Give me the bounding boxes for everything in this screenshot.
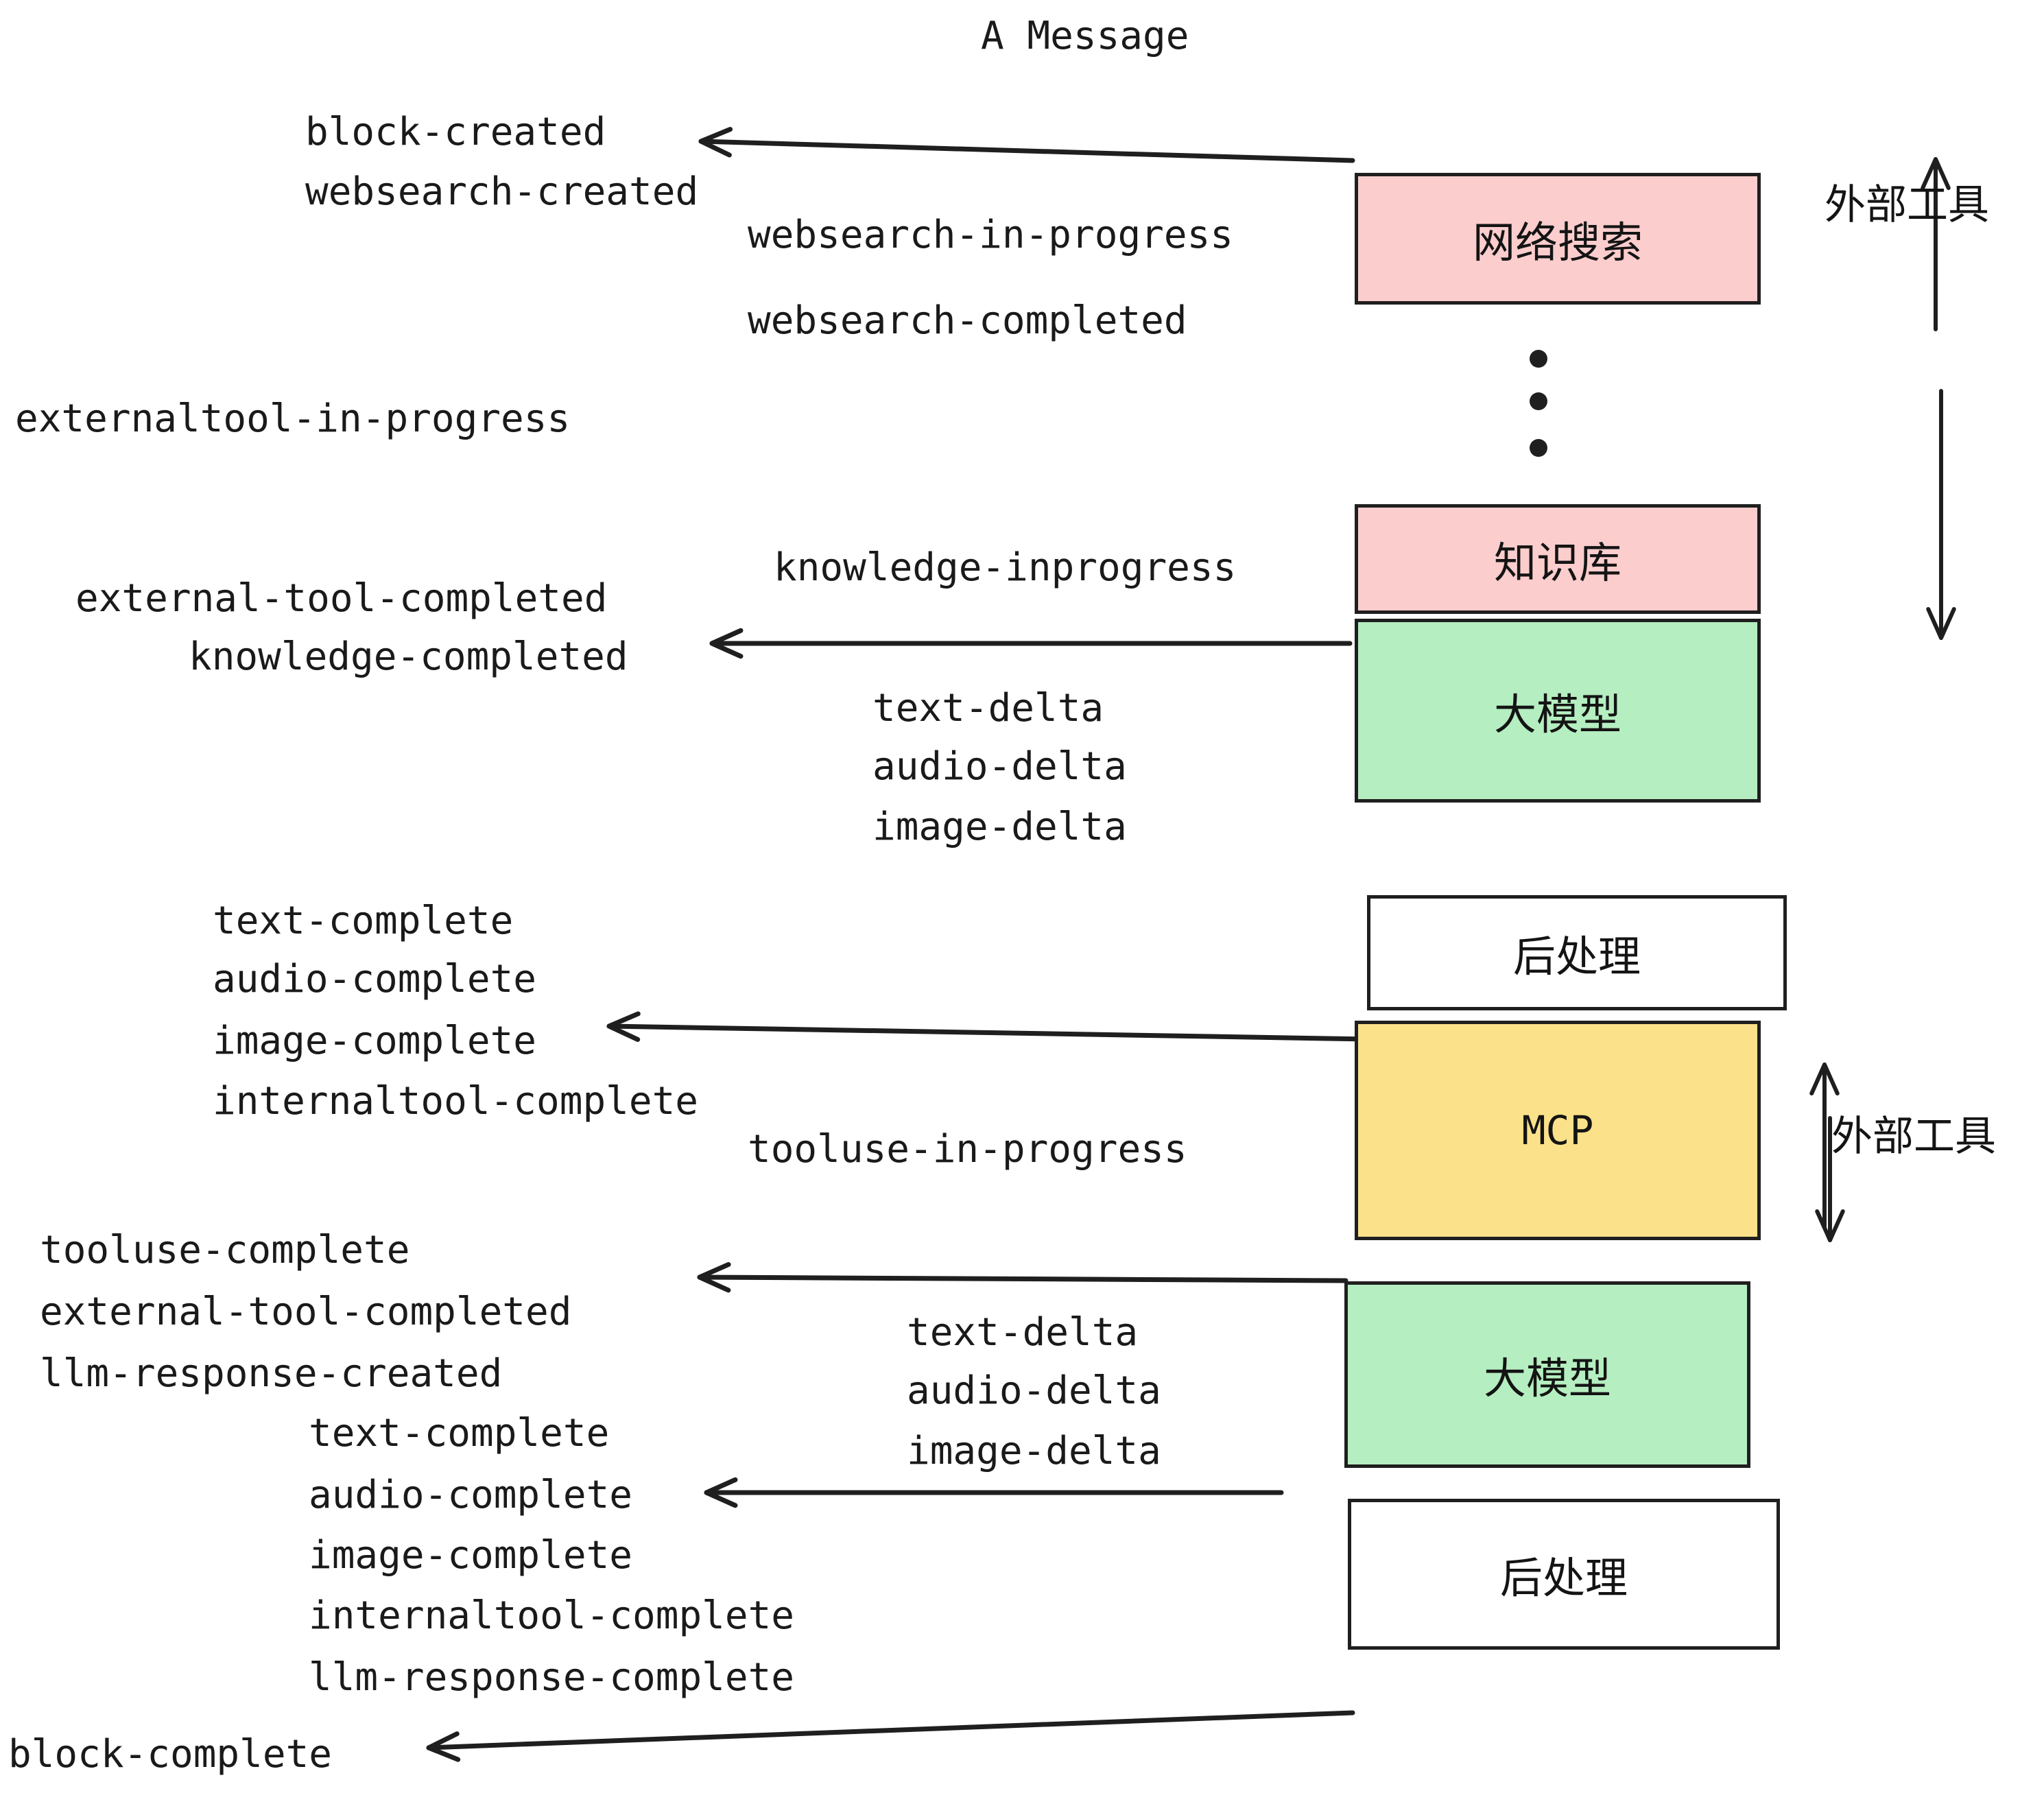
arrow-llm2-to-audio — [704, 1477, 1284, 1508]
event-label-knowledge-completed: knowledge-completed — [189, 634, 628, 679]
node-label: 知识库 — [1493, 538, 1621, 588]
node-label: 后处理 — [1512, 931, 1641, 982]
arrowhead-icon — [1815, 1209, 1845, 1242]
event-label-llm-response-created: llm-response-created — [40, 1351, 503, 1396]
node-label: 网络搜索 — [1472, 217, 1643, 268]
arrow-mcp-bottom-to-tooluse — [697, 1261, 1348, 1293]
ellipsis-dot-1 — [1530, 350, 1547, 368]
event-label-text-delta-1: text-delta — [872, 686, 1104, 731]
event-label-block-created: block-created — [305, 110, 606, 154]
event-label-image-complete-2: image-complete — [309, 1533, 633, 1578]
event-label-tooluse-in-progress: tooluse-in-progress — [748, 1127, 1187, 1172]
arrow-websearch-to-block — [698, 126, 1355, 163]
event-label-websearch-completed: websearch-completed — [748, 298, 1187, 343]
event-label-audio-complete-2: audio-complete — [309, 1473, 633, 1517]
node-websearch: 网络搜索 — [1355, 173, 1761, 305]
event-label-block-complete: block-complete — [8, 1732, 333, 1777]
event-label-image-delta-2: image-delta — [907, 1429, 1161, 1473]
event-label-internaltool-complete-1: internaltool-complete — [213, 1079, 699, 1124]
node-label: 大模型 — [1493, 689, 1621, 739]
arrowhead-icon — [1809, 1063, 1840, 1095]
arrowhead-icon — [697, 1261, 731, 1293]
event-label-knowledge-inprogress: knowledge-inprogress — [774, 545, 1237, 590]
event-label-audio-delta-1: audio-delta — [872, 744, 1127, 789]
event-label-llm-response-complete: llm-response-complete — [309, 1655, 795, 1700]
event-label-tooluse-complete: tooluse-complete — [40, 1228, 410, 1272]
node-llm-1: 大模型 — [1355, 619, 1761, 803]
node-label: 大模型 — [1483, 1353, 1611, 1403]
node-postprocess-1: 后处理 — [1367, 895, 1787, 1010]
event-label-text-delta-2: text-delta — [907, 1310, 1139, 1355]
ellipsis-dot-3 — [1530, 439, 1547, 457]
arrowhead-icon — [704, 1477, 738, 1508]
node-label: MCP — [1521, 1107, 1594, 1154]
node-llm-2: 大模型 — [1344, 1281, 1750, 1468]
arrowhead-icon — [698, 126, 733, 158]
arrowhead-icon — [606, 1011, 641, 1042]
event-label-text-complete-1: text-complete — [213, 899, 514, 943]
event-label-internaltool-complete-2: internaltool-complete — [309, 1593, 795, 1638]
external-tools-arrow-down-1 — [1926, 389, 1956, 640]
arrow-post2-to-block — [426, 1710, 1355, 1762]
event-label-external-tool-completed-2: external-tool-completed — [40, 1290, 572, 1334]
event-label-text-complete-2: text-complete — [309, 1411, 610, 1456]
arrowhead-icon — [709, 628, 744, 659]
arrowhead-icon — [1926, 606, 1956, 640]
node-knowledge: 知识库 — [1355, 504, 1761, 614]
arrow-knowledge-to-complete — [709, 628, 1353, 659]
event-label-external-tool-completed-1: external-tool-completed — [75, 576, 608, 621]
event-label-image-complete-1: image-complete — [213, 1019, 537, 1063]
event-label-externaltool-in-progress: externaltool-in-progress — [15, 396, 571, 441]
event-label-audio-delta-2: audio-delta — [907, 1368, 1161, 1413]
arrowhead-icon — [426, 1731, 461, 1762]
event-label-websearch-created: websearch-created — [305, 169, 699, 214]
node-mcp: MCP — [1355, 1021, 1761, 1240]
arrow-mcp-top-to-image — [606, 1011, 1372, 1042]
event-label-image-delta-1: image-delta — [872, 805, 1127, 849]
node-postprocess-2: 后处理 — [1348, 1499, 1780, 1650]
event-label-audio-complete-1: audio-complete — [213, 957, 537, 1001]
event-label-websearch-in-progress: websearch-in-progress — [748, 213, 1234, 257]
ellipsis-dot-2 — [1530, 392, 1547, 410]
node-label: 后处理 — [1499, 1553, 1628, 1603]
group-label-external-tools-bottom: 外部工具 — [1831, 1113, 1996, 1161]
group-label-external-tools-top: 外部工具 — [1825, 181, 1989, 229]
page-title: A Message — [981, 14, 1189, 58]
